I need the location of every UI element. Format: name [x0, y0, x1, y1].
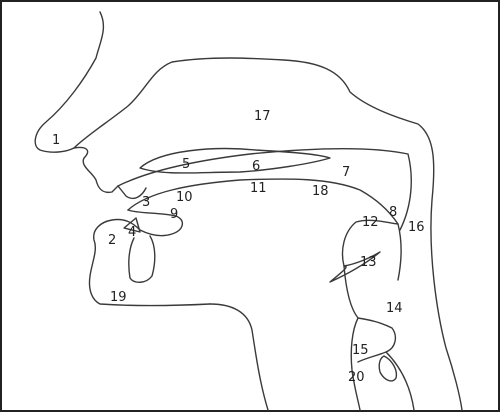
- label-1: 1: [52, 133, 60, 148]
- label-17: 17: [254, 109, 271, 124]
- label-8: 8: [389, 205, 397, 220]
- label-3: 3: [142, 195, 150, 210]
- lower-teeth-outline: [129, 236, 155, 282]
- label-9: 9: [170, 207, 178, 222]
- label-14: 14: [386, 301, 403, 316]
- label-11: 11: [250, 181, 267, 196]
- label-12: 12: [362, 215, 379, 230]
- label-7: 7: [342, 165, 350, 180]
- label-10: 10: [176, 190, 193, 205]
- larynx-outline: [351, 318, 360, 410]
- pharynx-back-outline: [398, 224, 401, 280]
- label-19: 19: [110, 290, 127, 305]
- label-4: 4: [128, 225, 136, 240]
- label-18: 18: [312, 184, 329, 199]
- number-labels: 1 2 3 4 5 6 7 8 9 10 11 12 13 14 15 16 1…: [52, 109, 425, 385]
- label-16: 16: [408, 220, 425, 235]
- face-profile-outline: [35, 12, 118, 192]
- label-5: 5: [182, 157, 190, 172]
- neck-front-outline: [210, 304, 268, 410]
- label-13: 13: [360, 255, 377, 270]
- label-6: 6: [252, 159, 260, 174]
- label-15: 15: [352, 343, 369, 358]
- label-2: 2: [108, 233, 116, 248]
- label-20: 20: [348, 370, 365, 385]
- velum-outline: [140, 149, 330, 173]
